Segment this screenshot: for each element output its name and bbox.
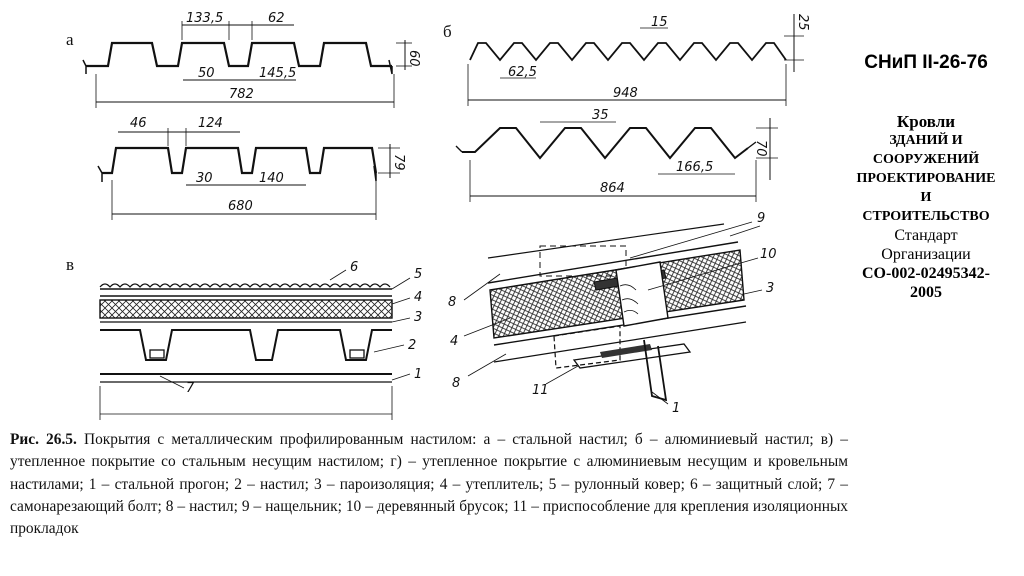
g-label-11: 11 xyxy=(532,383,549,398)
g-label-10: 10 xyxy=(760,247,777,262)
g-label-3: 3 xyxy=(766,281,774,296)
g-label-9: 9 xyxy=(757,211,765,226)
title-line-8: Организации xyxy=(881,246,971,263)
dim-140: 140 xyxy=(259,171,284,186)
dim-50: 50 xyxy=(198,66,215,81)
panel-a-steel-deck: а 133,5 62 50 145,5 60 782 xyxy=(66,11,421,108)
dim-864: 864 xyxy=(600,181,625,196)
dim-166-5: 166,5 xyxy=(676,160,713,175)
panel-g-aluminium-detail: 9 10 3 8 4 8 11 1 xyxy=(448,211,777,416)
panel-b-aluminium-deck-2: 35 70 166,5 864 xyxy=(455,108,778,202)
dim-35: 35 xyxy=(592,108,609,123)
panel-a-steel-deck-2: 46 124 30 140 79 680 xyxy=(97,116,406,220)
figure-caption: Рис. 26.5. Покрытия с металлическим проф… xyxy=(10,429,848,540)
v-label-2: 2 xyxy=(408,338,416,353)
v-label-5: 5 xyxy=(414,267,422,282)
dim-62-5: 62,5 xyxy=(508,65,537,80)
g-label-1: 1 xyxy=(672,401,680,416)
title-line-9: СО-002-02495342- xyxy=(862,265,990,282)
g-label-8-top: 8 xyxy=(448,295,456,310)
standard-title-block: Кровли ЗДАНИЙ И СООРУЖЕНИЙ ПРОЕКТИРОВАНИ… xyxy=(838,112,1014,302)
dim-60: 60 xyxy=(406,50,421,67)
panel-v-letter: в xyxy=(66,255,74,274)
dim-145-5: 145,5 xyxy=(259,66,296,81)
v-label-7: 7 xyxy=(186,381,195,396)
g-label-8-bottom: 8 xyxy=(452,376,460,391)
figure-caption-text: Покрытия с металлическим профилированным… xyxy=(10,431,848,538)
profile-line xyxy=(86,41,392,68)
title-line-5: И xyxy=(920,190,932,205)
title-line-3: СООРУЖЕНИЙ xyxy=(872,152,980,167)
dim-15: 15 xyxy=(651,15,668,30)
dim-79: 79 xyxy=(391,154,406,171)
dim-124: 124 xyxy=(198,116,223,131)
v-label-1: 1 xyxy=(414,367,422,382)
dim-133-5: 133,5 xyxy=(186,11,223,26)
figure-label: Рис. 26.5. xyxy=(10,431,77,448)
panel-b-aluminium-deck: б 15 25 62,5 948 xyxy=(443,14,810,106)
title-line-7: Стандарт xyxy=(894,227,958,244)
title-line-4: ПРОЕКТИРОВАНИЕ xyxy=(856,171,996,186)
title-line-6: СТРОИТЕЛЬСТВО xyxy=(862,209,990,224)
v-label-3: 3 xyxy=(414,310,422,325)
dim-70: 70 xyxy=(753,140,768,157)
dim-62: 62 xyxy=(268,11,285,26)
title-line-1: Кровли xyxy=(896,112,956,131)
dim-25: 25 xyxy=(795,14,810,31)
dim-680: 680 xyxy=(228,199,253,214)
g-label-4: 4 xyxy=(450,334,458,349)
standard-code: СНиП II-26-76 xyxy=(864,52,988,73)
dim-948: 948 xyxy=(613,86,638,101)
title-line-2: ЗДАНИЙ И xyxy=(889,133,963,148)
v-label-6: 6 xyxy=(350,260,358,275)
v-label-4: 4 xyxy=(414,290,422,305)
dim-46: 46 xyxy=(130,116,147,131)
panel-v-insulated-roof: в 6 5 4 3 2 1 7 xyxy=(66,255,422,420)
panel-a-letter: а xyxy=(66,30,74,49)
panel-b-letter: б xyxy=(443,22,452,41)
title-line-10: 2005 xyxy=(910,284,942,301)
dim-30: 30 xyxy=(196,171,213,186)
dim-782: 782 xyxy=(229,87,254,102)
